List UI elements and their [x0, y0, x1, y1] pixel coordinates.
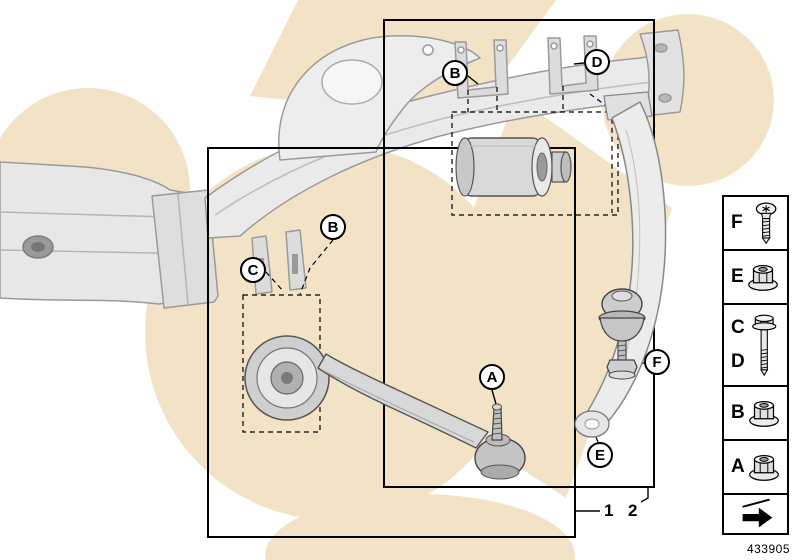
legend-item-a: A: [722, 439, 789, 495]
item-number-1: 1: [604, 501, 614, 520]
callout-b-upper: B: [442, 60, 468, 86]
legend-item-e: E: [722, 249, 789, 305]
callout-a: A: [479, 364, 505, 390]
callout-b-lower: B: [320, 214, 346, 240]
legend-item-b: B: [722, 385, 789, 441]
flange-nut-icon: [748, 264, 778, 291]
hex-bolt-icon: [752, 314, 777, 377]
legend-letter-a: A: [731, 456, 745, 477]
wishbone-item-2: [455, 91, 667, 438]
callout-f: F: [644, 349, 670, 375]
legend-letter-e: E: [731, 266, 744, 287]
legend-letter-d: D: [731, 351, 745, 372]
continuation-arrow-icon: [741, 498, 772, 528]
control-arm-item-1: [244, 335, 526, 480]
item-number-2: 2: [628, 501, 638, 520]
flange-nut-icon: [748, 454, 779, 481]
callout-e: E: [587, 442, 613, 468]
legend-letter-b: B: [731, 402, 745, 423]
flange-nut-icon: [748, 400, 779, 427]
legend-letter-c: C: [731, 317, 745, 338]
callout-d: D: [584, 49, 610, 75]
legend-item-f: F: [722, 195, 789, 251]
torx-screw-icon: [755, 202, 777, 245]
legend-item-cd: C D: [722, 303, 789, 387]
legend-letter-f: F: [731, 212, 743, 233]
box-item-1-outline: [207, 147, 576, 538]
drawing-number: 433905: [746, 542, 790, 556]
legend-item-more: [722, 493, 789, 535]
subframe-drawing: [0, 29, 685, 309]
callout-c: C: [240, 257, 266, 283]
fastener-legend: F E C D: [722, 195, 789, 535]
